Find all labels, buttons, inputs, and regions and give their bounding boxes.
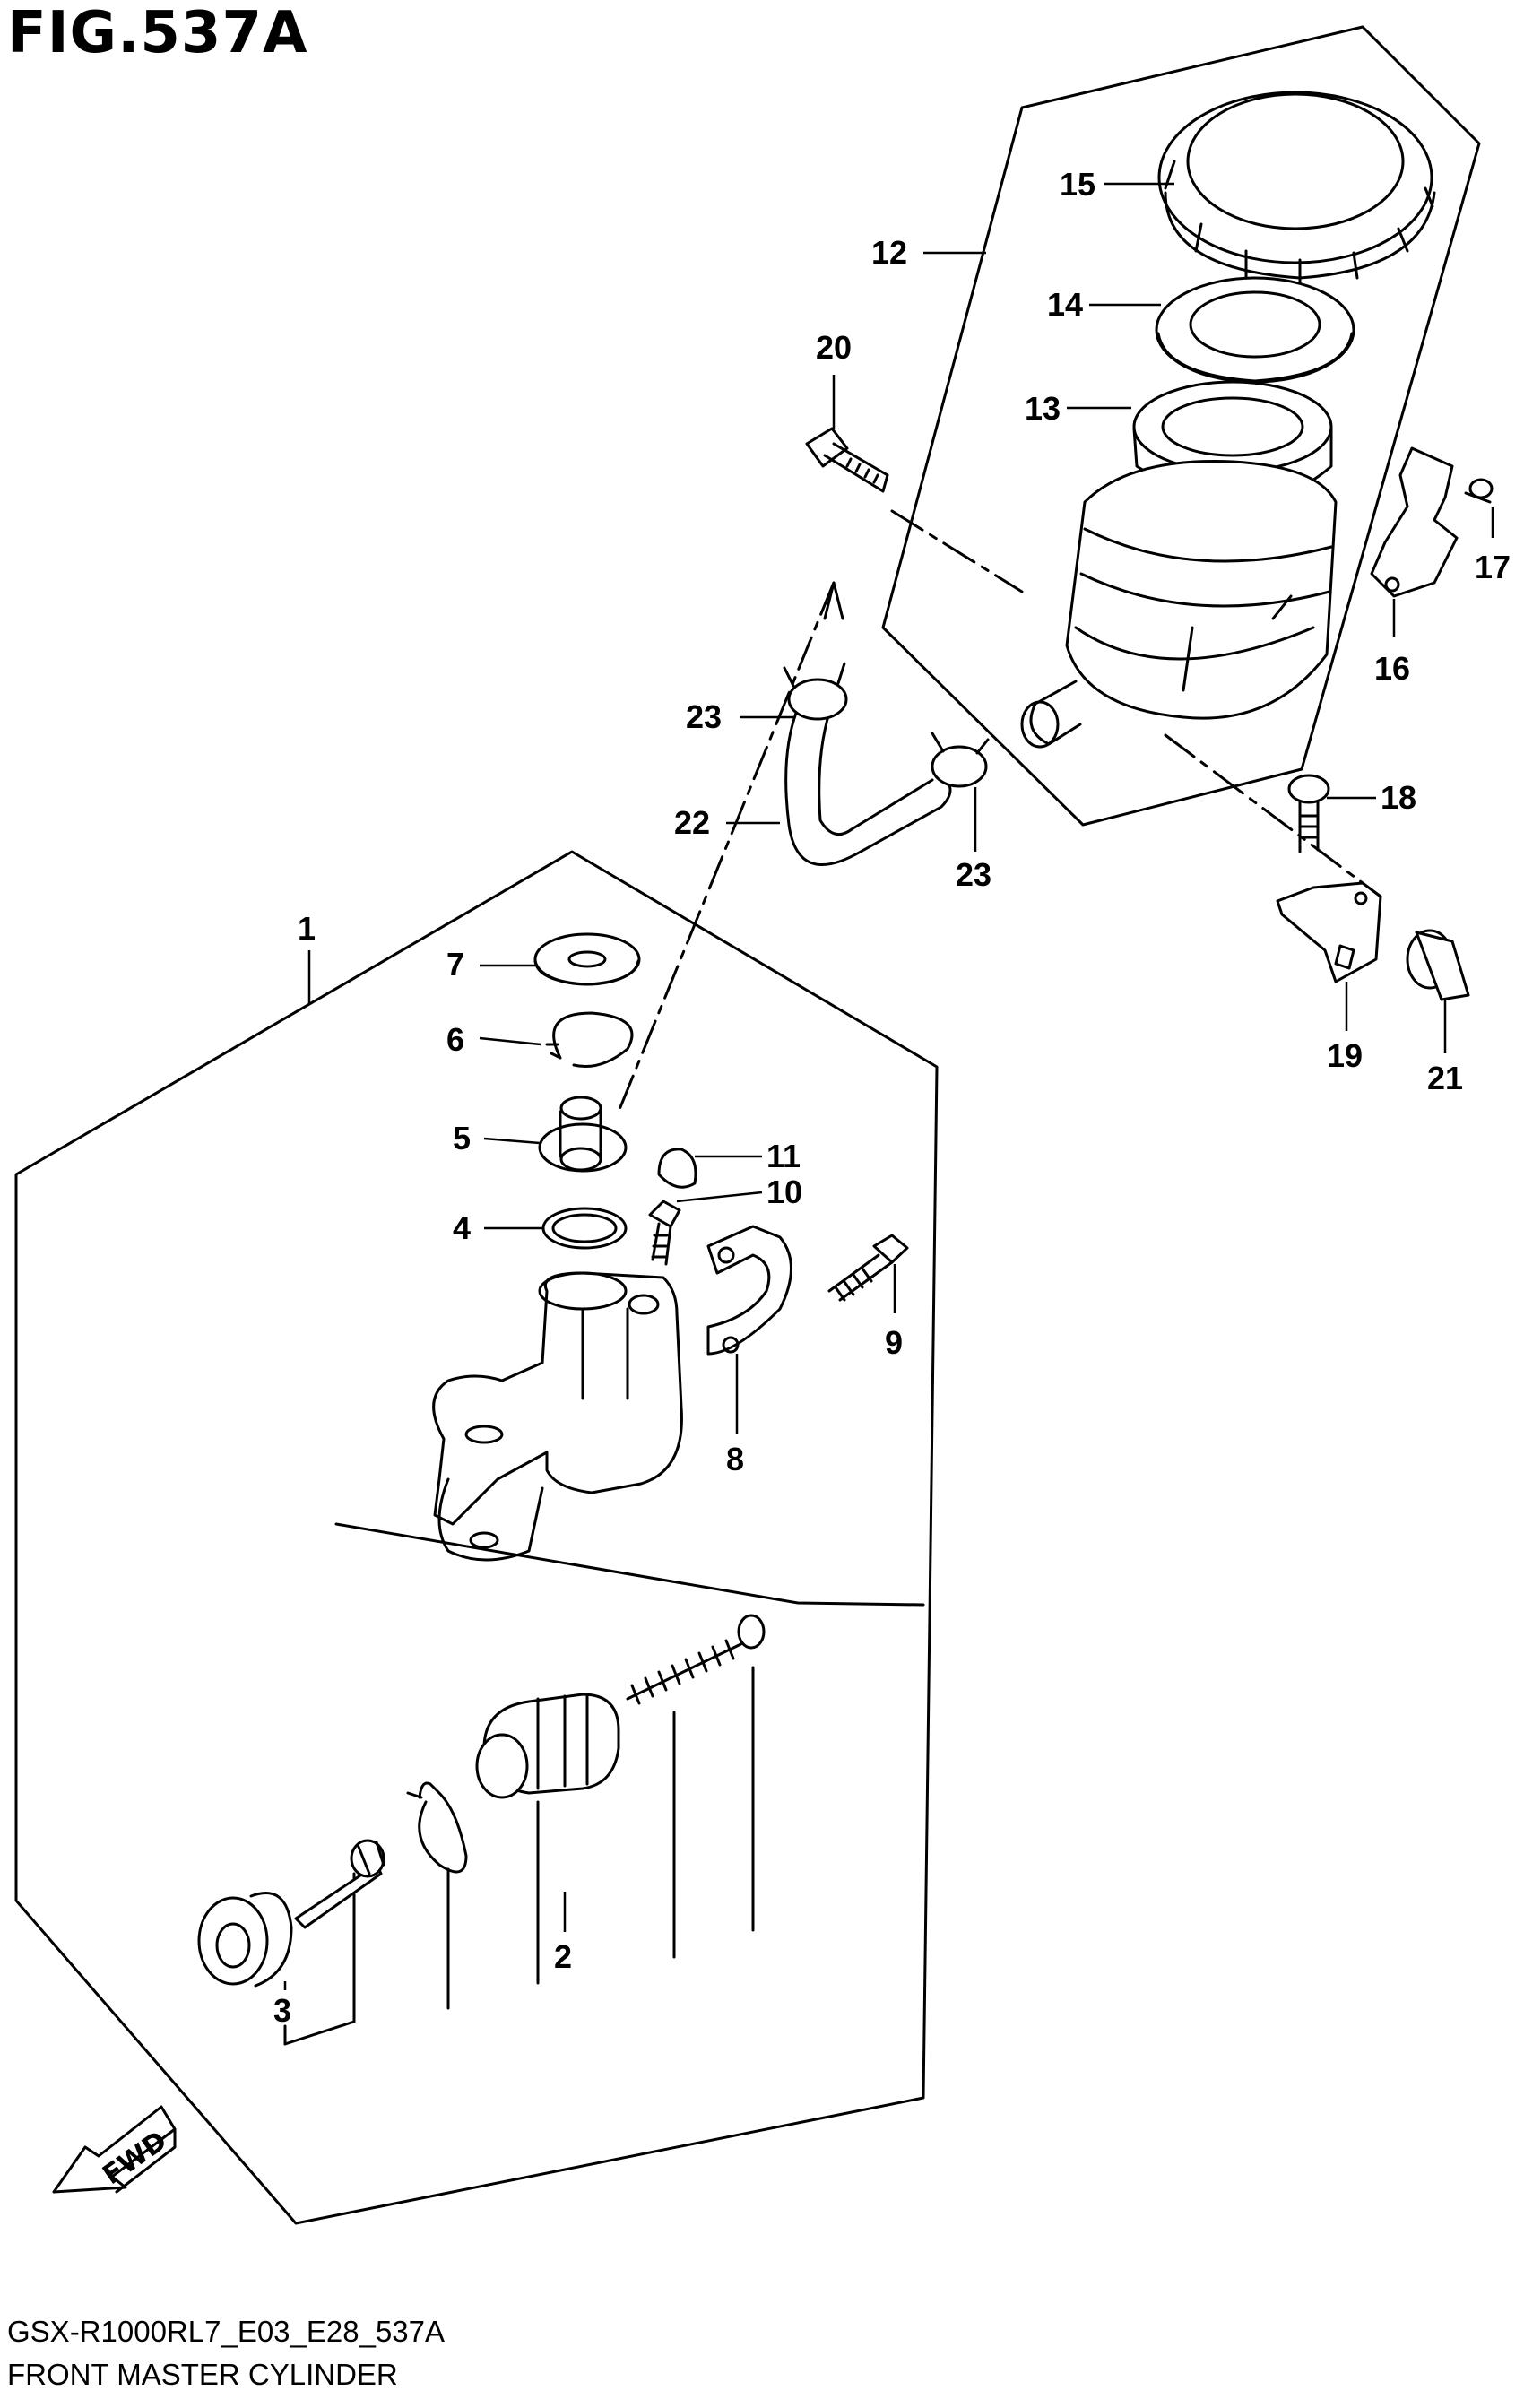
- hose-clamp-upper: [783, 662, 848, 721]
- connector-5: [538, 1096, 628, 1173]
- bleeder-valve-10: [648, 1200, 681, 1266]
- bushing-21: [1406, 929, 1470, 1001]
- callout-16: 16: [1374, 650, 1410, 687]
- piston-kit-wedge: [334, 1522, 925, 1607]
- bracket-19: [1276, 881, 1382, 983]
- dust-boot: [197, 1892, 293, 1988]
- clamp-holder-8: [706, 1225, 792, 1356]
- master-cylinder-assembly-frame: [14, 850, 939, 2225]
- hose-clamp-lower: [931, 732, 990, 788]
- bleeder-cap-11: [657, 1148, 697, 1189]
- figure-name: FRONT MASTER CYLINDER: [7, 2358, 398, 2391]
- callout-13: 13: [1025, 390, 1061, 427]
- cap-7: [533, 932, 641, 986]
- callout-4: 4: [453, 1209, 471, 1246]
- reservoir-assembly-frame: [881, 25, 1481, 827]
- callout-21: 21: [1427, 1060, 1463, 1096]
- callout-1: 1: [298, 910, 316, 947]
- leader-10: [676, 1191, 763, 1203]
- hose-centerline-arrow: [823, 581, 844, 620]
- callout-3: 3: [273, 1992, 291, 2029]
- callout-5: 5: [453, 1120, 471, 1156]
- fwd-arrow-icon: [52, 2105, 177, 2194]
- callout-20: 20: [816, 329, 852, 366]
- callout-2: 2: [554, 1938, 572, 1975]
- piston-kit-bracket-lines: [283, 1666, 755, 2046]
- callout-14: 14: [1047, 286, 1083, 323]
- callout-19: 19: [1327, 1037, 1363, 1074]
- callout-22: 22: [674, 804, 710, 841]
- callout-12: 12: [871, 234, 907, 271]
- o-ring-4: [541, 1207, 628, 1250]
- screw-17: [1464, 478, 1494, 504]
- figure-title: FIG.537A: [7, 0, 308, 66]
- callout-15: 15: [1060, 166, 1095, 203]
- callout-10: 10: [766, 1174, 802, 1210]
- reservoir-diaphragm: [1155, 276, 1355, 384]
- bolt-20: [805, 427, 889, 493]
- callout-23-upper: 23: [686, 698, 722, 735]
- reservoir-tank: [1020, 460, 1338, 749]
- bolt-18: [1287, 774, 1330, 853]
- callout-9: 9: [885, 1324, 903, 1361]
- callout-7: 7: [446, 946, 464, 983]
- callout-23-lower: 23: [956, 856, 991, 893]
- bracket-16: [1370, 446, 1459, 598]
- return-spring: [626, 1614, 766, 1705]
- callout-6: 6: [446, 1021, 464, 1058]
- push-rod: [294, 1839, 385, 1929]
- reservoir-centerline: [890, 509, 1382, 898]
- piston-assembly: [475, 1693, 620, 1799]
- callout-11: 11: [766, 1138, 801, 1174]
- callout-8: 8: [726, 1441, 744, 1477]
- leader-6: [479, 1036, 541, 1046]
- callout-17: 17: [1475, 549, 1511, 585]
- reservoir-cap: [1157, 91, 1436, 284]
- hose-centerline: [617, 581, 836, 1113]
- master-cylinder-body: [432, 1271, 683, 1562]
- reservoir-hose: [784, 706, 952, 866]
- piston-kit-bracket: [283, 2006, 356, 2046]
- callout-18: 18: [1381, 779, 1416, 816]
- snap-ring-6: [545, 1011, 634, 1069]
- leader-5: [483, 1137, 541, 1145]
- figure-model-code: GSX-R1000RL7_E03_E28_537A: [7, 2315, 446, 2348]
- circlip: [406, 1781, 468, 1874]
- bolt-9: [827, 1234, 909, 1302]
